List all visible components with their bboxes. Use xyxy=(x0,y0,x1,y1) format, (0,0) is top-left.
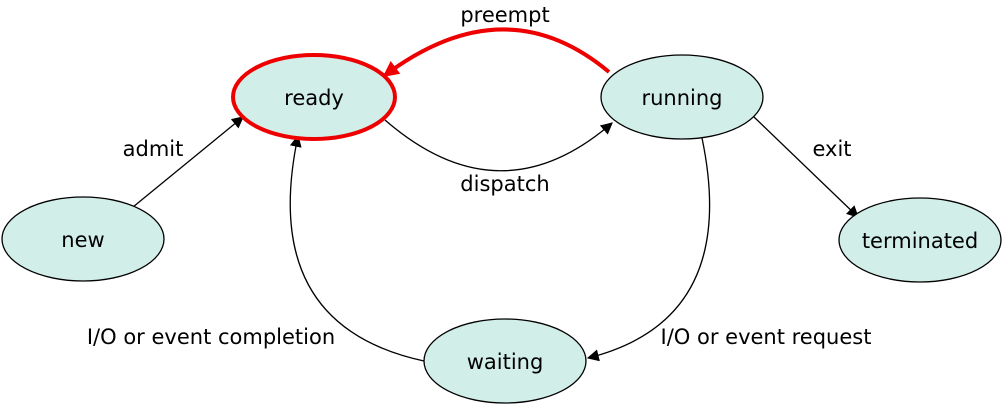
transition-label-admit: admit xyxy=(123,137,184,161)
edge-io-completion xyxy=(289,134,425,362)
transition-label-preempt: preempt xyxy=(460,3,549,27)
edge-dispatch xyxy=(384,119,613,172)
state-ellipse-running xyxy=(600,54,764,140)
edge-preempt xyxy=(382,27,611,78)
edge-io-request xyxy=(586,137,711,362)
state-node-waiting: waiting xyxy=(423,318,587,404)
state-ellipse-waiting xyxy=(423,318,587,404)
transition-label-dispatch: dispatch xyxy=(460,172,549,196)
state-node-terminated: terminated xyxy=(838,197,1002,283)
state-node-running: running xyxy=(600,54,764,140)
state-ellipse-new xyxy=(1,196,165,282)
state-label-running: running xyxy=(641,86,722,110)
edge-exit xyxy=(753,116,859,218)
state-ellipse-ready xyxy=(231,53,397,141)
state-label-terminated: terminated xyxy=(862,229,978,253)
state-node-new: new xyxy=(1,196,165,282)
state-ellipse-terminated xyxy=(838,197,1002,283)
transition-label-exit: exit xyxy=(812,137,851,161)
state-node-ready: ready xyxy=(231,53,397,141)
state-label-ready: ready xyxy=(284,86,344,110)
transition-label-io-completion: I/O or event completion xyxy=(87,325,335,349)
state-label-new: new xyxy=(61,228,104,252)
state-label-waiting: waiting xyxy=(467,350,544,374)
transition-label-io-request: I/O or event request xyxy=(661,325,872,349)
edge-admit xyxy=(132,116,244,208)
